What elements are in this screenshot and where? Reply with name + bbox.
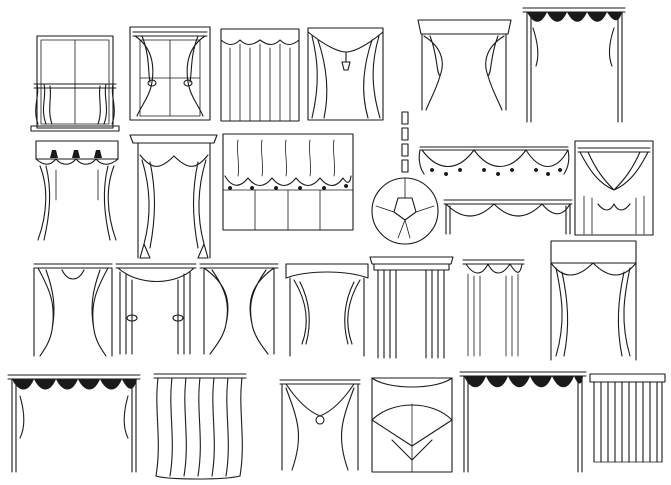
swag-valance-short	[443, 199, 573, 235]
scalloped-pelmet	[550, 240, 637, 361]
drape-pair	[199, 263, 279, 355]
sheer-panel	[153, 373, 247, 480]
arched-pelmet	[285, 263, 369, 357]
swag-valance-tall	[522, 7, 626, 123]
sheer-tiebacks	[574, 140, 654, 236]
tieback-pair	[129, 26, 211, 121]
festoon-valance	[7, 374, 141, 473]
tassel-swag	[307, 27, 384, 121]
vertical-blind	[589, 373, 666, 463]
tall-drapes	[462, 259, 525, 357]
austrian-blind	[222, 133, 354, 231]
columned-cornice	[369, 256, 454, 359]
swag-tieback	[279, 379, 361, 471]
chain-lamp	[371, 111, 439, 245]
scalloped-pleat	[220, 28, 300, 122]
window-tiebacks	[30, 35, 120, 132]
arched-curtain	[371, 377, 453, 473]
arched-valance	[115, 263, 197, 355]
jabot-tieback	[33, 263, 113, 357]
festoon-wide	[459, 371, 587, 473]
tab-top-valance	[35, 140, 119, 241]
scalloped-valance	[418, 146, 570, 176]
cornice-tieback	[417, 19, 512, 111]
crown-pelmet	[129, 134, 218, 259]
